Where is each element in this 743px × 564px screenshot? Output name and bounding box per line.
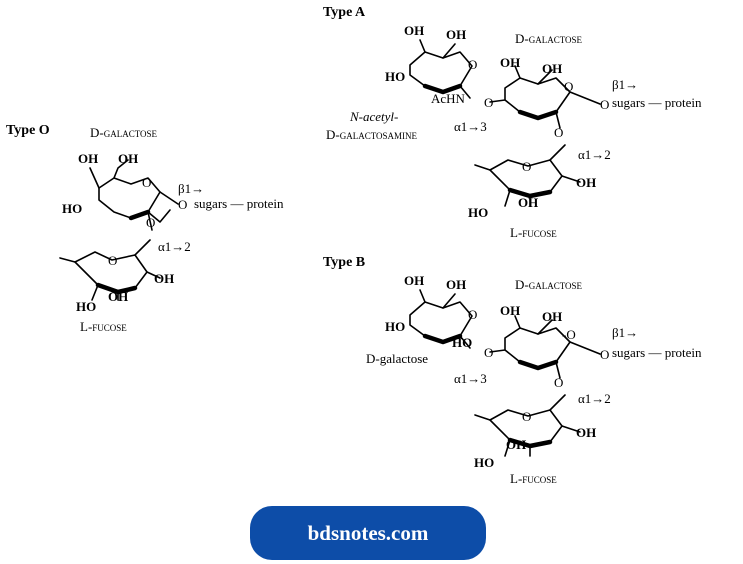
atom-label: OH — [542, 61, 563, 76]
type-b-beta-link: β1→ — [612, 325, 639, 340]
atom-label: OH — [576, 425, 597, 440]
type-o-sugars-protein: sugars — protein — [194, 196, 284, 211]
type-a-sugars-protein: sugars — protein — [612, 95, 702, 110]
atom-label: HO — [452, 335, 473, 350]
atom-label: OH — [446, 27, 467, 42]
atom-label: OH — [78, 151, 99, 166]
atom-label: OH — [542, 309, 563, 324]
atom-label: OH — [154, 271, 175, 286]
atom-label: O — [600, 97, 610, 112]
atom-label: HO — [474, 455, 495, 470]
atom-label: OH — [518, 195, 539, 210]
atom-label: HO — [62, 201, 83, 216]
atom-label: HO — [76, 299, 97, 314]
atom-label: OH — [404, 23, 425, 38]
type-a-galnac-label-1: N-acetyl- — [350, 109, 399, 124]
type-b-fucose-label: L-fucose — [510, 471, 557, 486]
atom-label: O — [522, 159, 532, 174]
atom-label: O — [484, 95, 494, 110]
watermark-badge: bdsnotes.com — [250, 506, 486, 560]
type-o-title: Type O — [6, 123, 50, 138]
atom-label: O — [564, 79, 574, 94]
type-b-galactose-left-label: D-galactose — [366, 351, 429, 366]
type-a-title: Type A — [323, 5, 366, 20]
atom-label: OH — [404, 273, 425, 288]
type-o-fucose-label: L-fucose — [80, 319, 127, 334]
type-a-beta-link: β1→ — [612, 77, 639, 92]
atom-label: OH — [118, 151, 139, 166]
atom-label: O — [142, 175, 152, 190]
watermark-text: bdsnotes.com — [307, 520, 429, 545]
atom-label: O — [554, 375, 564, 390]
atom-label: HO — [468, 205, 489, 220]
atom-label: OH — [108, 289, 129, 304]
atom-label: OH — [500, 55, 521, 70]
atom-label: O — [522, 409, 532, 424]
type-b-alpha13-link: α1→3 — [454, 371, 487, 386]
type-a-fucose-label: L-fucose — [510, 225, 557, 240]
type-a-galnac-label-2: D-galactosamine — [326, 127, 418, 142]
type-a-alpha13-link: α1→3 — [454, 119, 487, 134]
type-b-galactose-top-label: D-galactose — [515, 277, 583, 292]
atom-label: O — [484, 345, 494, 360]
atom-label: OH — [506, 437, 527, 452]
atom-label: O — [468, 57, 478, 72]
atom-label: O — [600, 347, 610, 362]
type-o-alpha-link: α1→2 — [158, 239, 191, 254]
atom-label: OH — [446, 277, 467, 292]
atom-label: -O — [562, 327, 576, 342]
type-b-title: Type B — [323, 255, 366, 270]
atom-label: OH — [500, 303, 521, 318]
type-o-beta-link: β1→ — [178, 181, 205, 196]
atom-label: O — [554, 125, 564, 140]
type-b-sugars-protein: sugars — protein — [612, 345, 702, 360]
type-a-galactose-label: D-galactose — [515, 31, 583, 46]
atom-label: O — [146, 215, 156, 230]
atom-label: O — [108, 253, 118, 268]
atom-label: O — [468, 307, 478, 322]
type-b-alpha12-link: α1→2 — [578, 391, 611, 406]
type-o-galactose-label: D-galactose — [90, 125, 158, 140]
atom-label: AcHN — [431, 91, 465, 106]
atom-label: OH — [576, 175, 597, 190]
atom-label: O — [178, 197, 188, 212]
atom-label: HO — [385, 69, 406, 84]
atom-label: HO — [385, 319, 406, 334]
type-a-alpha12-link: α1→2 — [578, 147, 611, 162]
